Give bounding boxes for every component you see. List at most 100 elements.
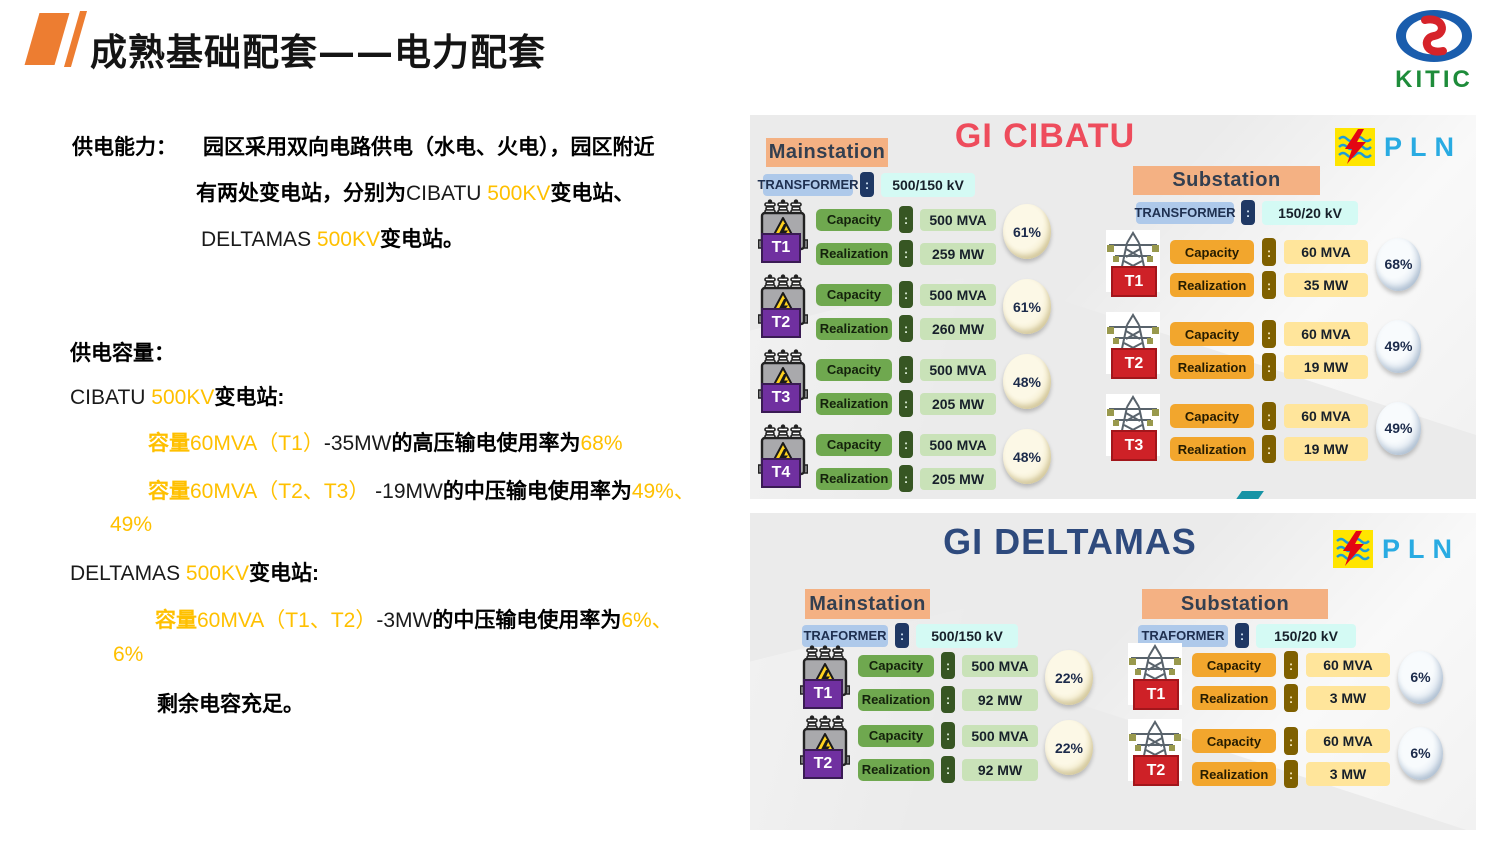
substation-unit-row: T2 Capacity : 60 MVA Realization : 19 MW…: [1106, 312, 1421, 381]
colon-separator: :: [1262, 238, 1276, 266]
utilization-percent: 61%: [1003, 279, 1051, 334]
realization-value: 19 MW: [1284, 437, 1368, 461]
pln-logo-icon: [1335, 128, 1375, 166]
cibatu-mainstation-rows: T1 Capacity : 500 MVA Realization : 259 …: [758, 199, 1051, 492]
page-title: 成熟基础配套——电力配套: [90, 30, 546, 74]
transmission-tower-icon: T3: [1106, 394, 1160, 461]
colon-separator: :: [1262, 435, 1276, 463]
supply-capacity-heading: 供电容量：: [70, 342, 175, 365]
gi-cibatu-title: GI CIBATU: [954, 117, 1136, 155]
realization-label: Realization: [816, 242, 892, 265]
transformer-icon: T4: [758, 424, 808, 488]
cibatu-detail-cont: 49%: [110, 513, 153, 536]
supply-ability-line1: 供电能力：园区采用双向电路供电（水电、火电），园区附近: [72, 136, 655, 159]
utilization-percent: 49%: [1376, 401, 1421, 455]
colon-separator: :: [1262, 353, 1276, 381]
transformer-label: TRANSFORMER: [1134, 201, 1236, 224]
gi-cibatu-panel: GI CIBATU PLN Mainstation TRANSFORMER : …: [750, 115, 1476, 499]
capacity-value: 60 MVA: [1284, 240, 1368, 264]
capacity-value: 60 MVA: [1306, 653, 1390, 677]
mainstation-header: Mainstation: [805, 589, 930, 619]
unit-badge: T1: [761, 233, 801, 263]
colon-separator: :: [899, 431, 913, 458]
realization-label: Realization: [816, 467, 892, 490]
transformer-unit-row: T3 Capacity : 500 MVA Realization : 205 …: [758, 349, 1051, 417]
realization-value: 92 MW: [962, 758, 1038, 781]
transmission-tower-icon: T2: [1128, 719, 1182, 786]
utilization-percent: 48%: [1003, 429, 1051, 484]
transformer-unit-row: T2 Capacity : 500 MVA Realization : 92 M…: [800, 715, 1093, 783]
utilization-percent: 68%: [1376, 237, 1421, 291]
colon-separator: :: [895, 623, 909, 648]
capacity-label: Capacity: [858, 724, 934, 747]
utilization-percent: 6%: [1398, 726, 1443, 780]
colon-separator: :: [941, 722, 955, 749]
gi-deltamas-title: GI DELTAMAS: [943, 521, 1197, 562]
realization-value: 3 MW: [1306, 686, 1390, 710]
unit-badge: T4: [761, 458, 801, 488]
transformer-unit-row: T2 Capacity : 500 MVA Realization : 260 …: [758, 274, 1051, 342]
unit-badge: T3: [761, 383, 801, 413]
capacity-label: Capacity: [1192, 653, 1276, 677]
capacity-label: Capacity: [1170, 240, 1254, 264]
realization-value: 205 MW: [920, 392, 996, 415]
capacity-value: 500 MVA: [962, 724, 1038, 747]
colon-separator: :: [1284, 727, 1298, 755]
voltage-value: 150/20 kV: [1262, 200, 1358, 225]
pln-logo-text: PLN: [1384, 131, 1462, 162]
deltamas-mainstation-rows: T1 Capacity : 500 MVA Realization : 92 M…: [800, 645, 1093, 783]
unit-badge: T2: [1111, 348, 1157, 379]
cibatu-detail-line1: 容量60MVA（T1）-35MW的高压输电使用率为68%: [148, 432, 623, 455]
realization-value: 35 MW: [1284, 273, 1368, 297]
unit-badge: T1: [1133, 679, 1179, 710]
realization-value: 205 MW: [920, 467, 996, 490]
colon-separator: :: [860, 172, 874, 197]
realization-label: Realization: [816, 392, 892, 415]
colon-separator: :: [1241, 200, 1255, 225]
voltage-value: 500/150 kV: [916, 623, 1018, 648]
unit-badge: T1: [1111, 266, 1157, 297]
colon-separator: :: [899, 390, 913, 417]
unit-badge: T2: [1133, 755, 1179, 786]
substation-header: Substation: [1133, 166, 1320, 195]
realization-value: 19 MW: [1284, 355, 1368, 379]
unit-badge: T2: [761, 308, 801, 338]
capacity-value: 500 MVA: [920, 208, 996, 231]
transformer-label: TRAFORMER: [802, 624, 888, 647]
cibatu-station-line: CIBATU 500KV变电站:: [70, 386, 285, 409]
substation-unit-row: T1 Capacity : 60 MVA Realization : 35 MW…: [1106, 230, 1421, 299]
pln-logo: PLN: [1333, 530, 1460, 568]
colon-separator: :: [941, 686, 955, 713]
capacity-value: 500 MVA: [920, 358, 996, 381]
kitic-logo: KITIC: [1388, 8, 1480, 94]
supply-ability-line3: DELTAMAS 500KV变电站。: [201, 228, 464, 251]
colon-separator: :: [1284, 760, 1298, 788]
colon-separator: :: [899, 315, 913, 342]
realization-label: Realization: [858, 758, 934, 781]
capacity-value: 500 MVA: [962, 654, 1038, 677]
cibatu-detail-line2: 容量60MVA（T2、T3） -19MW的中压输电使用率为49%、: [148, 480, 695, 503]
colon-separator: :: [1262, 402, 1276, 430]
transformer-icon: T1: [758, 199, 808, 263]
capacity-label: Capacity: [816, 283, 892, 306]
transformer-icon: T2: [800, 715, 850, 779]
voltage-value: 150/20 kV: [1256, 623, 1356, 648]
unit-badge: T2: [803, 749, 843, 779]
substation-unit-row: T1 Capacity : 60 MVA Realization : 3 MW …: [1128, 643, 1443, 712]
transformer-kv-row: TRAFORMER : 500/150 kV: [802, 623, 1018, 648]
realization-value: 92 MW: [962, 688, 1038, 711]
capacity-label: Capacity: [1170, 322, 1254, 346]
kitic-logo-icon: [1396, 10, 1472, 62]
cibatu-substation-rows: T1 Capacity : 60 MVA Realization : 35 MW…: [1106, 230, 1421, 463]
transformer-icon: T1: [800, 645, 850, 709]
colon-separator: :: [899, 356, 913, 383]
realization-label: Realization: [1192, 686, 1276, 710]
transmission-tower-icon: T1: [1128, 643, 1182, 710]
utilization-percent: 49%: [1376, 319, 1421, 373]
colon-separator: :: [899, 281, 913, 308]
transformer-unit-row: T4 Capacity : 500 MVA Realization : 205 …: [758, 424, 1051, 492]
deltamas-detail-line: 容量60MVA（T1、T2）-3MW的中压输电使用率为6%、: [155, 609, 673, 632]
colon-separator: :: [899, 240, 913, 267]
utilization-percent: 61%: [1003, 204, 1051, 259]
realization-label: Realization: [1192, 762, 1276, 786]
